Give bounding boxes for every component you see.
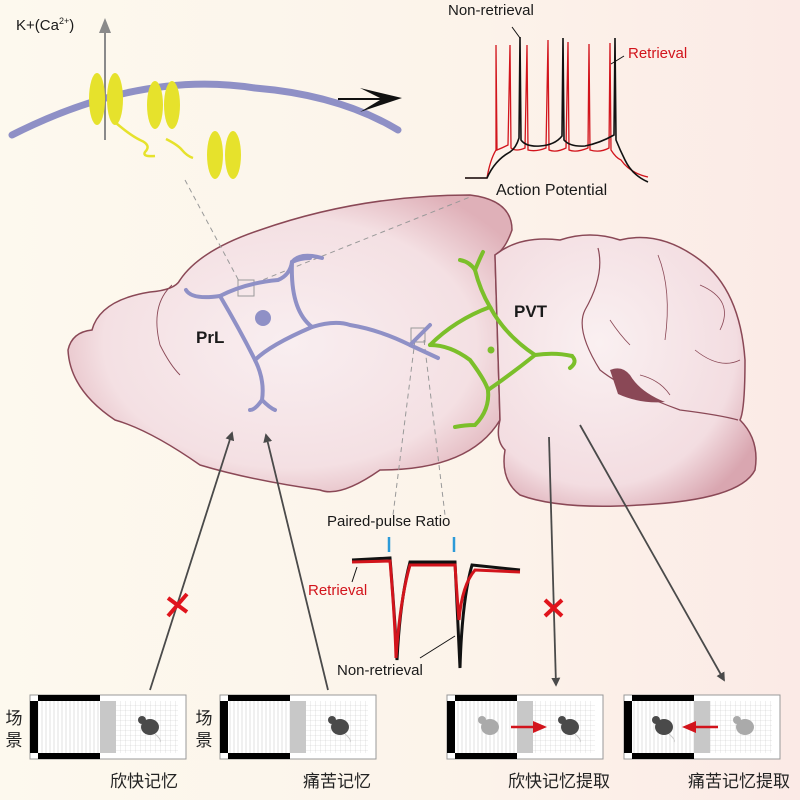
channel-tail [165, 137, 194, 160]
mouse-icon-faded [478, 716, 499, 735]
ppr-title: Paired-pulse Ratio [327, 513, 451, 530]
move-left-arrow-icon [682, 721, 718, 733]
ppr-retrieval-label: Retrieval [308, 582, 368, 599]
scene-label-top: 场 [5, 709, 23, 729]
shuttle-box-4 [623, 694, 781, 760]
ppr-trace-non-retrieval [351, 556, 521, 669]
ppr-non-retrieval-label: Non-retrieval [337, 662, 423, 679]
ion-label-text: K+(Ca [16, 17, 59, 34]
shuttle-box-2 [219, 694, 377, 760]
scene-label: 场景 [194, 708, 214, 752]
prl-neuron [184, 253, 440, 412]
ap-trace-retrieval [465, 39, 649, 179]
blocked-x-icon [166, 592, 189, 618]
ion-channel [147, 81, 180, 129]
scene-label: 场景 [4, 708, 24, 752]
mouse-icon [328, 716, 351, 743]
ap-non-retrieval-label: Non-retrieval [448, 2, 534, 19]
cerebrum [67, 194, 513, 493]
zoom-box-synapse [410, 327, 426, 343]
ion-label-close: ) [69, 17, 75, 34]
caption-euphoric-memory: 欣快记忆 [110, 772, 178, 792]
pvt-neuron [428, 250, 577, 429]
pvt-label: PVT [514, 302, 548, 321]
transition-arrow-icon [338, 88, 402, 112]
ion-label-superscript: 2+ [58, 16, 70, 26]
mouse-icon [652, 716, 675, 743]
caption-euphoric-retrieval: 欣快记忆提取 [508, 772, 610, 792]
fourth-ventricle [610, 368, 665, 403]
arrow-pvt-to-box3 [548, 436, 561, 687]
ap-retrieval-label: Retrieval [628, 45, 688, 62]
mouse-icon [138, 716, 161, 743]
prl-label: PrL [196, 328, 225, 347]
mouse-icon [558, 716, 581, 743]
pvt-soma [487, 346, 495, 354]
scene-label-bottom: 景 [195, 731, 213, 751]
channel-tail [115, 122, 156, 158]
action-potential-trace [465, 26, 649, 183]
arrow-pvt-to-box4 [579, 424, 725, 682]
move-right-arrow-icon [511, 721, 547, 733]
ion-channel-open [89, 73, 123, 125]
shuttle-box-1 [29, 694, 187, 760]
blocked-x-icon [543, 598, 564, 618]
cell-membrane [8, 80, 402, 139]
ion-channel-internalized [207, 131, 241, 179]
brain-sagittal [67, 194, 757, 507]
ap-title: Action Potential [496, 182, 608, 199]
scene-label-bottom: 景 [5, 731, 23, 751]
mouse-icon-faded [733, 716, 754, 735]
ppr-trace [351, 537, 521, 669]
caption-painful-retrieval: 痛苦记忆提取 [688, 772, 790, 792]
scene-label-top: 场 [195, 709, 213, 729]
caption-painful-memory: 痛苦记忆 [303, 772, 371, 792]
arrow-box1-to-prl [149, 431, 235, 691]
cerebellum [494, 234, 757, 507]
ion-label: K+(Ca2+) [16, 16, 74, 34]
arrow-box2-to-prl [263, 433, 329, 691]
prl-soma [255, 310, 271, 326]
ppr-trace-retrieval [351, 559, 521, 659]
ap-trace-non-retrieval [465, 36, 649, 183]
ion-arrow-head-icon [99, 18, 111, 33]
